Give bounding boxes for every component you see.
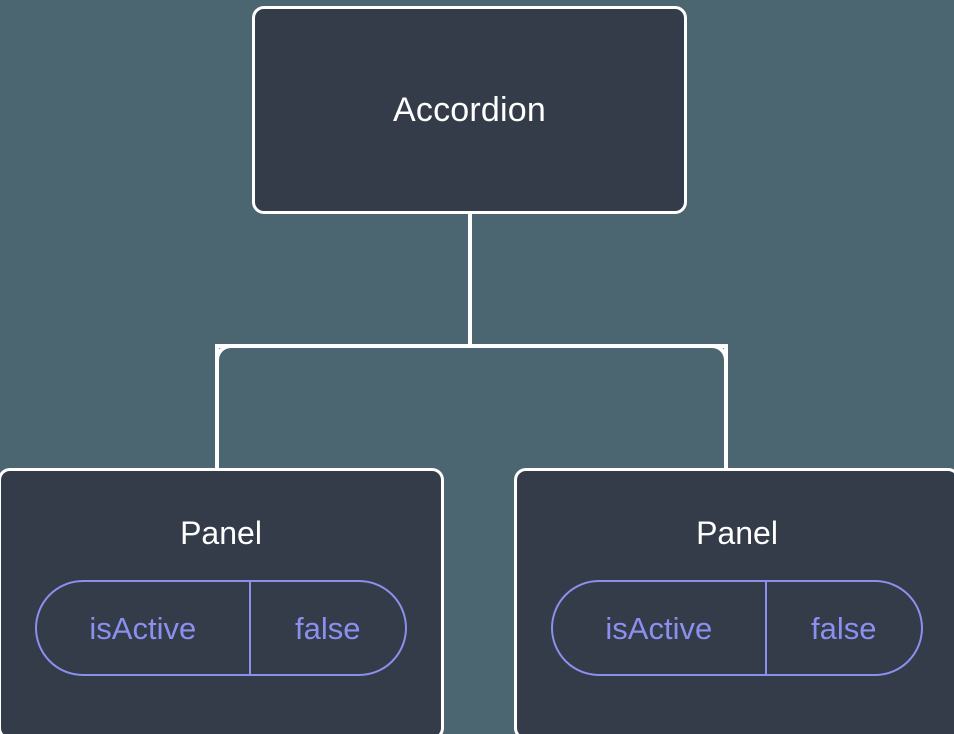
- prop-key-is-active-right: isActive: [553, 582, 767, 674]
- prop-pill-is-active-left[interactable]: isActive false: [35, 580, 407, 676]
- node-panel-right[interactable]: Panel isActive false: [514, 468, 954, 734]
- node-panel-left-title: Panel: [180, 515, 262, 551]
- edge-corner-left-icon: [215, 344, 245, 374]
- edge-split-to-panel-left: [215, 344, 219, 472]
- edge-root-to-split: [468, 211, 472, 347]
- node-panel-right-title: Panel: [696, 515, 778, 551]
- prop-value-is-active-left: false: [295, 610, 361, 646]
- prop-key-is-active-left: isActive: [37, 582, 251, 674]
- prop-pill-is-active-right[interactable]: isActive false: [551, 580, 923, 676]
- edge-split-bar: [215, 344, 728, 348]
- node-panel-left[interactable]: Panel isActive false: [0, 468, 444, 734]
- edge-split-to-panel-right: [724, 344, 728, 472]
- edge-corner-right-icon: [698, 344, 728, 374]
- prop-value-is-active-right: false: [811, 610, 877, 646]
- node-accordion[interactable]: Accordion: [252, 6, 687, 214]
- node-accordion-title: Accordion: [393, 91, 546, 129]
